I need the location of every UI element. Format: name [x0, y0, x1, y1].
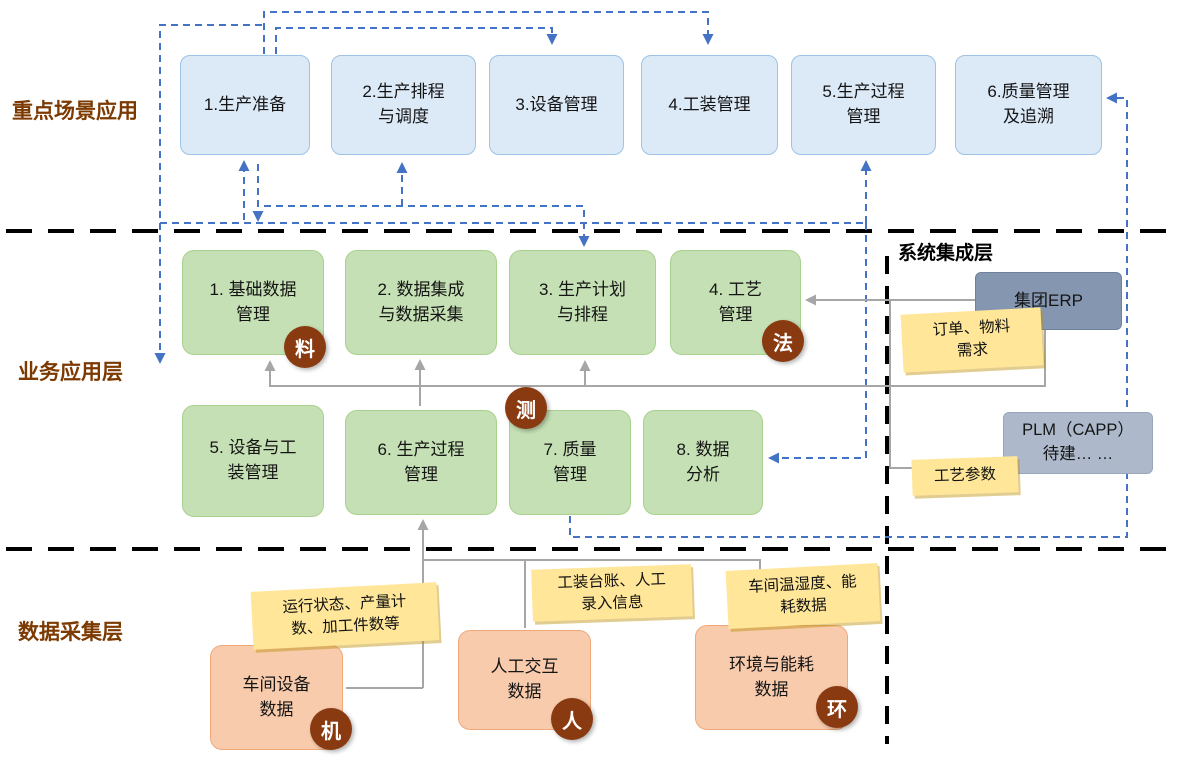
- note-manual-data: 工装台账、人工 录入信息: [531, 564, 693, 622]
- layer-label-business: 业务应用层: [18, 361, 123, 384]
- business-box-planning: 3. 生产计划 与排程: [509, 250, 656, 355]
- note-order-demand: 订单、物料 需求: [900, 307, 1044, 373]
- layer-label-collection: 数据采集层: [18, 621, 123, 644]
- badge-method: 法: [762, 320, 804, 362]
- business-box-equipment-tooling: 5. 设备与工 装管理: [182, 405, 324, 517]
- scenario-box-tooling: 4.工装管理: [641, 55, 778, 155]
- flow-quality-loop: [569, 92, 1128, 538]
- note-env-data: 车间温湿度、能 耗数据: [725, 563, 881, 629]
- business-box-data-analysis: 8. 数据 分析: [643, 410, 763, 515]
- badge-human: 人: [551, 698, 593, 740]
- business-box-production-process: 6. 生产过程 管理: [345, 410, 497, 515]
- plm-box: PLM（CAPP） 待建… …: [1003, 412, 1153, 474]
- layer-label-scenario: 重点场景应用: [12, 100, 138, 123]
- flow-left-bus: [154, 24, 262, 364]
- scenario-box-equipment: 3.设备管理: [489, 55, 624, 155]
- badge-measure: 测: [505, 387, 547, 429]
- scenario-box-production-prep: 1.生产准备: [180, 55, 310, 155]
- badge-environment: 环: [816, 686, 858, 728]
- link-erp-to-basic-data: [264, 330, 1046, 387]
- flow-top-to-tooling: [263, 11, 714, 54]
- badge-material: 料: [284, 326, 326, 368]
- note-process-params: 工艺参数: [911, 456, 1019, 496]
- scenario-box-process: 5.生产过程 管理: [791, 55, 936, 155]
- flow-top-to-equipment: [275, 27, 558, 54]
- badge-machine: 机: [310, 708, 352, 750]
- flow-bus-to-data-analysis: [768, 223, 867, 464]
- business-box-data-integration: 2. 数据集成 与数据采集: [345, 250, 497, 355]
- note-equipment-data: 运行状态、产量计 数、加工件数等: [250, 582, 440, 650]
- flow-mid-to-planning: [264, 205, 590, 247]
- layer-label-integration: 系统集成层: [898, 243, 994, 264]
- scenario-box-quality: 6.质量管理 及追溯: [955, 55, 1102, 155]
- scenario-box-scheduling: 2.生产排程 与调度: [331, 55, 476, 155]
